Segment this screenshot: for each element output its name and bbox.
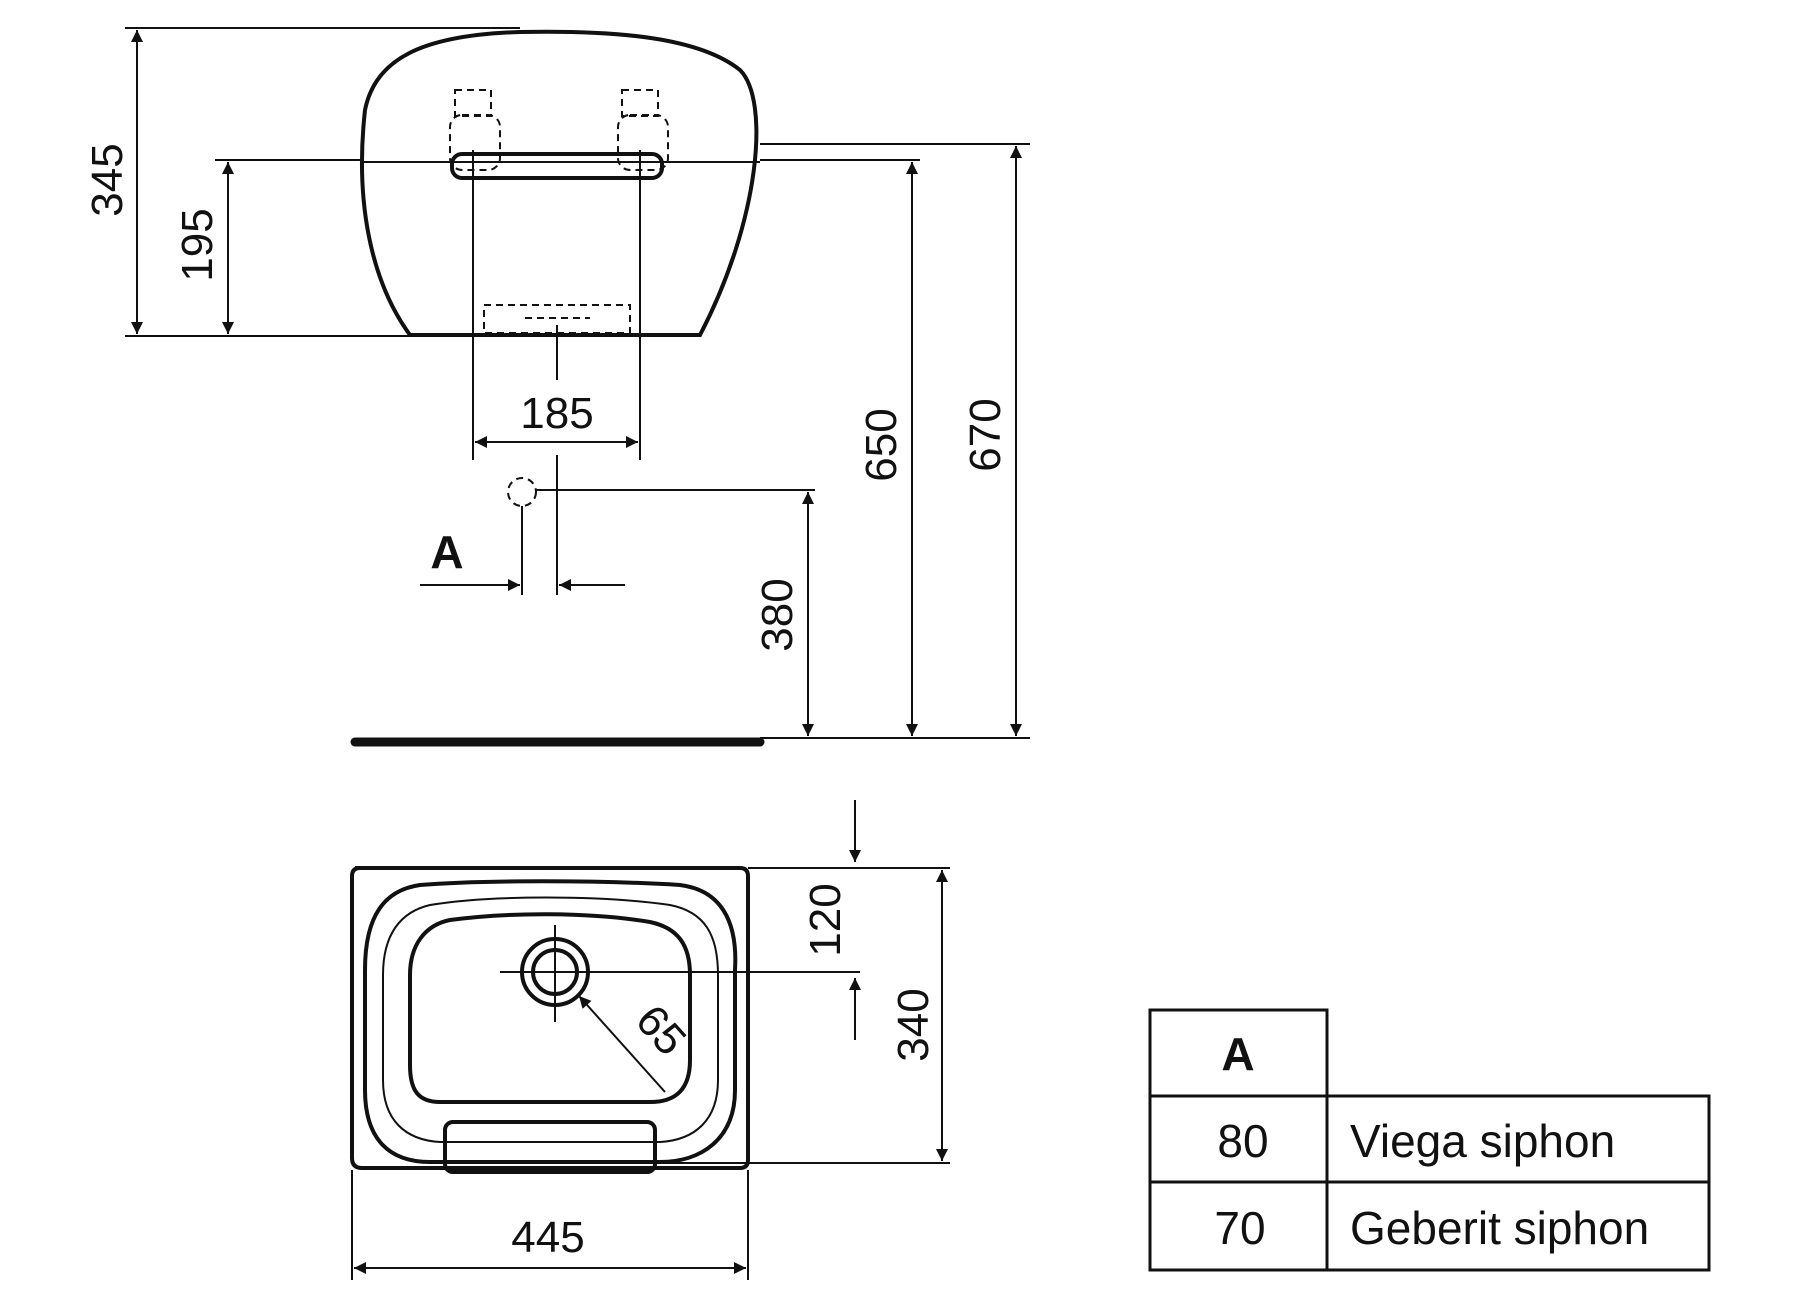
- top-view: 65 120 340 445: [350, 800, 950, 1280]
- fixing-left-dashed: [454, 89, 492, 117]
- outlet-dashed-circle: [507, 477, 537, 507]
- dim-445-label: 445: [511, 1213, 584, 1262]
- table-row-label: Viega siphon: [1350, 1115, 1615, 1167]
- table-row-value: 80: [1217, 1115, 1268, 1167]
- dim-670-label: 670: [961, 398, 1010, 471]
- dim-345-label: 345: [83, 143, 132, 216]
- dim-185-label: 185: [520, 389, 593, 438]
- table-row-label: Geberit siphon: [1350, 1202, 1649, 1254]
- dim-380-label: 380: [753, 578, 802, 651]
- fixing-right-lower-dashed: [617, 114, 669, 171]
- basin-bowl: [408, 912, 692, 1104]
- dim-65-label: 65: [626, 996, 695, 1065]
- basin-inner-shelf: [382, 896, 719, 1143]
- front-view: 345 195 185 650 670 380 A: [83, 27, 1030, 747]
- fixing-right-dashed: [621, 89, 659, 117]
- radius-65-leader: [578, 995, 666, 1093]
- siphon-table: A 80 Viega siphon 70 Geberit siphon: [1148, 1008, 1711, 1272]
- table-row-value: 70: [1214, 1202, 1265, 1254]
- dim-120-label: 120: [801, 883, 850, 956]
- wall-mount-bracket: [450, 152, 664, 180]
- dim-650-label: 650: [857, 408, 906, 481]
- table-header-A: A: [1221, 1028, 1254, 1080]
- basin-front-outline: [360, 29, 759, 337]
- dim-340-label: 340: [889, 988, 938, 1061]
- basin-top-outline: [350, 866, 750, 1170]
- fixing-left-lower-dashed: [449, 114, 501, 171]
- basin-inner-rim: [363, 879, 738, 1164]
- dim-195-label: 195: [173, 208, 222, 281]
- dim-A-label: A: [430, 526, 463, 578]
- overflow-slot: [443, 1120, 657, 1174]
